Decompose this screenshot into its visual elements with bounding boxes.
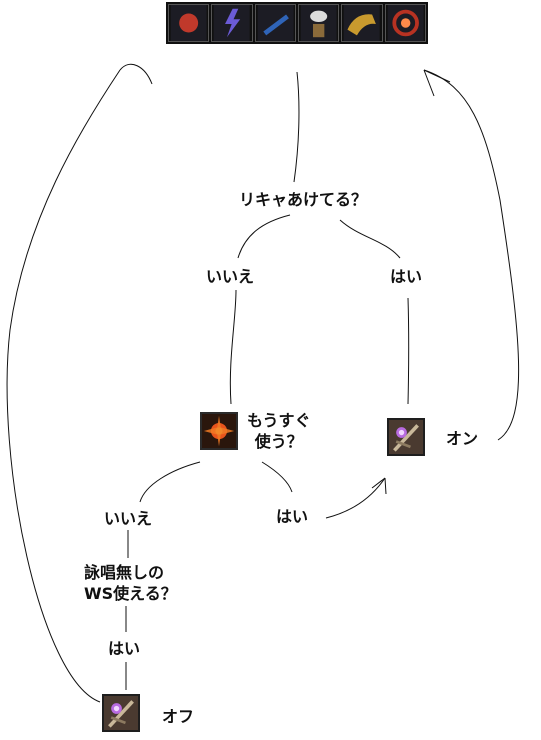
off-node-icon <box>102 694 140 732</box>
result-on: オン <box>446 429 479 448</box>
connector-off-loop-arrow <box>119 63 153 85</box>
connector-yes-to-on <box>407 297 410 405</box>
red-orb-icon <box>384 4 426 42</box>
connector-skillbar-to-recast <box>293 71 300 183</box>
speech-figure-icon <box>297 4 340 42</box>
question-recast-ready: リキャあけてる？ <box>239 190 368 209</box>
lightning-hand-icon <box>211 4 253 42</box>
connector-no-to-soon <box>229 289 237 405</box>
connector-on-loop <box>423 69 520 441</box>
connector-on-loop-arrow <box>423 69 451 97</box>
connector-recast-to-yes <box>339 219 401 259</box>
connector-yes2-arrow <box>371 477 387 495</box>
blue-rifle-icon <box>254 4 296 42</box>
question-instant-ws: 詠唱無しの WS使える？ <box>84 563 177 603</box>
critical-burst-node-icon <box>200 412 238 450</box>
question-use-soon: もうすぐ 使う？ <box>247 411 311 451</box>
burst-shot-icon <box>168 4 210 42</box>
answer-no-recast: いいえ <box>206 267 255 286</box>
connector-yes2-to-on <box>325 477 386 519</box>
answer-yes-soon: はい <box>276 507 309 526</box>
golden-beast-icon <box>341 4 383 42</box>
answer-yes-recast: はい <box>390 267 423 286</box>
connector-soon-to-no <box>139 461 201 503</box>
result-off: オフ <box>162 707 195 726</box>
connector-soon-to-yes <box>261 461 293 493</box>
connector-off-loop <box>6 69 121 703</box>
connector-recast-to-no <box>237 214 291 259</box>
answer-yes-ws: はい <box>108 639 141 658</box>
skill-bar <box>166 2 428 44</box>
answer-no-soon: いいえ <box>104 509 153 528</box>
on-node-icon <box>387 418 425 456</box>
